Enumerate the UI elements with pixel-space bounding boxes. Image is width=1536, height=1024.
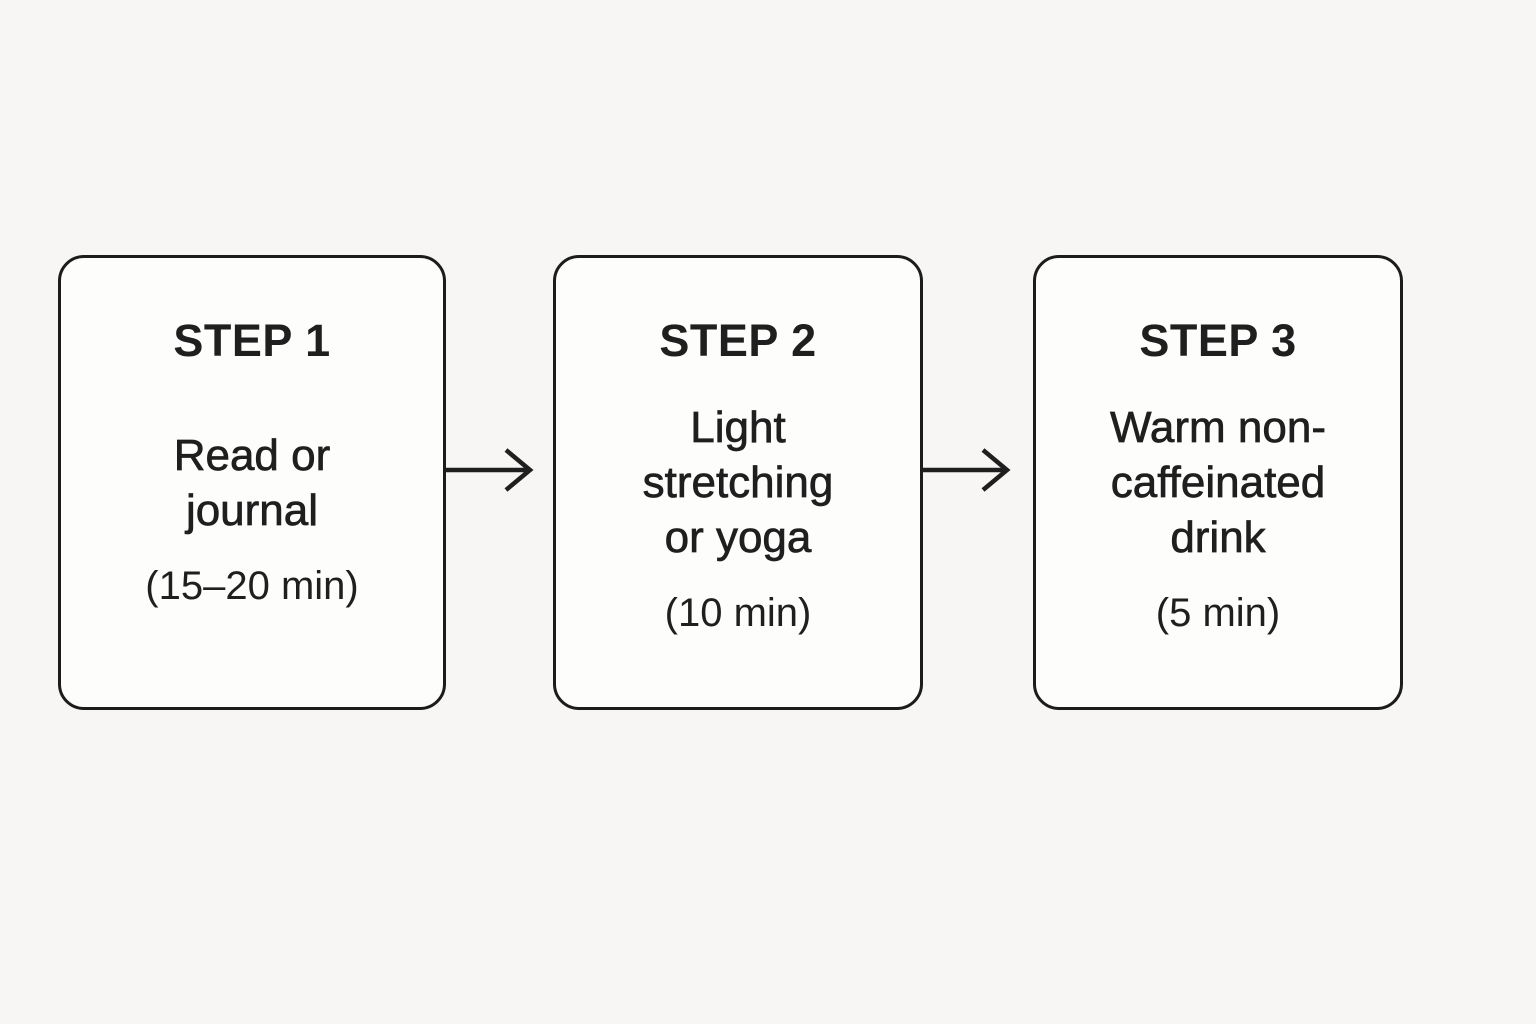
step-2-duration: (10 min) [664,591,812,635]
step-1-duration: (15–20 min) [145,563,359,608]
step-2-title: STEP 2 [659,315,817,366]
step-1-title: STEP 1 [173,315,331,366]
step-3-title: STEP 3 [1139,315,1297,366]
step-card-3: STEP 3 Warm non- caffeinated drink (5 mi… [1033,255,1403,710]
step-card-1: STEP 1 Read or journal (15–20 min) [58,255,446,710]
step-2-activity: Light stretching or yoga [642,403,834,563]
step-1-activity: Read or journal [173,430,331,535]
step-1-content: Read or journal (15–20 min) [79,368,425,669]
step-3-duration: (5 min) [1155,591,1281,635]
step-3-activity: Warm non- caffeinated drink [1110,403,1327,563]
arrow-right-icon [446,448,534,492]
step-3-content: Warm non- caffeinated drink (5 min) [1054,368,1382,669]
step-2-content: Light stretching or yoga (10 min) [574,368,902,669]
arrow-right-icon [923,448,1011,492]
step-card-2: STEP 2 Light stretching or yoga (10 min) [553,255,923,710]
